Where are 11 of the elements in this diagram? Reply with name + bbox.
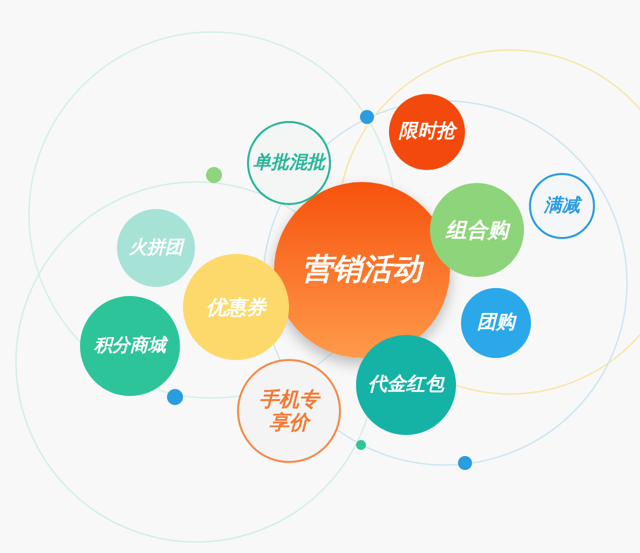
circle-label: 组合购 — [446, 218, 508, 242]
circle-label: 限时抢 — [398, 121, 456, 143]
circle-label: 积分商城 — [94, 336, 166, 356]
circle-label: 团购 — [477, 312, 515, 334]
circle-label: 单批混批 — [253, 152, 325, 174]
circle-label: 火拼团 — [129, 238, 183, 258]
circle-label: 代金红包 — [368, 374, 444, 396]
circle-label: 手机专享价 — [258, 388, 322, 434]
circle-label: 营销活动 — [302, 252, 422, 288]
circle-label: 满减 — [544, 196, 580, 216]
circle-label: 优惠券 — [206, 296, 266, 318]
